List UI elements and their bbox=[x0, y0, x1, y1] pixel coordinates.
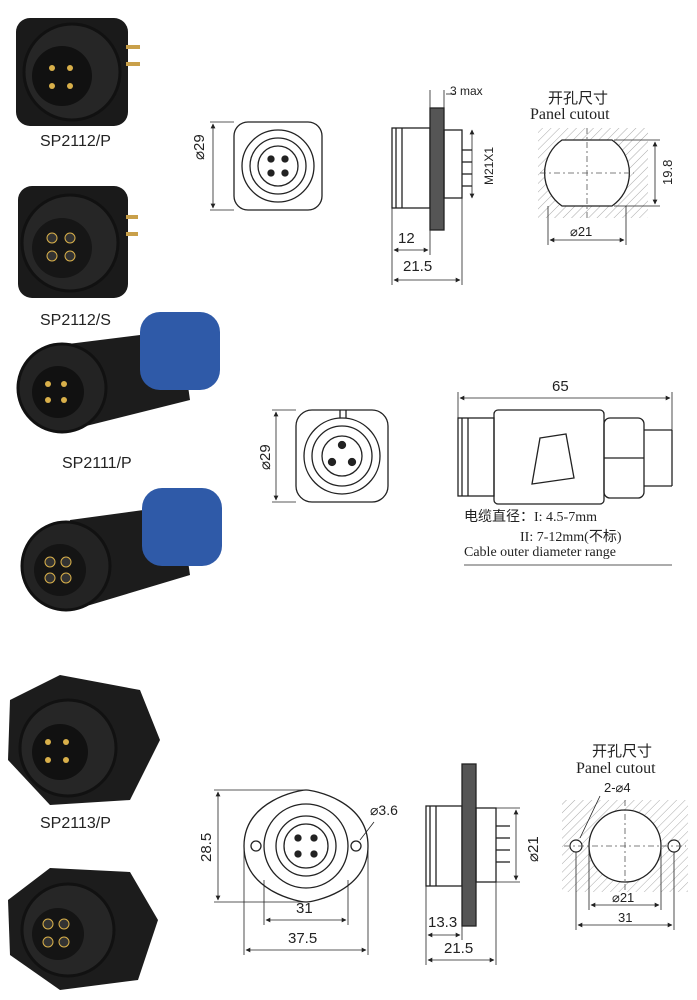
dim-width-37-5: 37.5 bbox=[288, 930, 318, 947]
dim-hole-dia: ⌀3.6 bbox=[370, 802, 398, 818]
cable-dia-cn: 电缆直径：I: 4.5-7mm bbox=[464, 510, 597, 525]
model-label-sp2112p: SP2112/P bbox=[40, 133, 111, 150]
photo-sp2112s bbox=[18, 186, 138, 298]
cable-dia-cn-2: II: 7-12mm(不标) bbox=[520, 530, 622, 545]
cutout-title-en-3: Panel cutout bbox=[576, 760, 656, 777]
front-view-3 bbox=[214, 789, 375, 955]
side-view-1 bbox=[391, 90, 475, 285]
model-label-sp2113p: SP2113/P bbox=[40, 815, 111, 832]
dim-flange-height: 28.5 bbox=[198, 832, 215, 862]
model-label-sp2111p: SP2111/P bbox=[62, 455, 132, 472]
side-view-2 bbox=[457, 392, 673, 566]
dim-front-dia-2: ⌀29 bbox=[257, 444, 274, 470]
front-view-1 bbox=[210, 121, 323, 211]
panel-cutout-1 bbox=[538, 128, 660, 245]
cutout-title-cn-3: 开孔尺寸 bbox=[592, 743, 653, 760]
cable-dia-en: Cable outer diameter range bbox=[464, 545, 616, 560]
dim-cutout-width-31: 31 bbox=[618, 910, 633, 925]
photo-sp2111p bbox=[16, 312, 220, 434]
dim-len-13-3: 13.3 bbox=[428, 914, 458, 931]
photo-sp2111s bbox=[20, 488, 222, 612]
photo-sp2113s bbox=[8, 868, 158, 990]
dim-width-31: 31 bbox=[296, 900, 313, 917]
side-view-3 bbox=[425, 763, 520, 965]
dim-len-12: 12 bbox=[398, 230, 415, 247]
model-label-sp2112s: SP2112/S bbox=[40, 312, 111, 329]
dim-thread: M21X1 bbox=[482, 146, 496, 185]
panel-cutout-3 bbox=[562, 795, 688, 930]
dim-max-thickness: 3 max bbox=[450, 84, 483, 98]
dim-length-65: 65 bbox=[552, 378, 569, 395]
dim-len-21-5-3: 21.5 bbox=[444, 940, 474, 957]
dim-cutout-dia-1: ⌀21 bbox=[570, 224, 593, 239]
dim-cutout-dia-3: ⌀21 bbox=[612, 890, 635, 905]
dim-dia-21-side: ⌀21 bbox=[525, 836, 542, 862]
photo-sp2112p bbox=[16, 18, 140, 126]
cutout-title-en-1: Panel cutout bbox=[530, 106, 610, 123]
photo-sp2113p bbox=[8, 675, 160, 805]
dim-len-21-5-1: 21.5 bbox=[403, 258, 433, 275]
front-view-2 bbox=[272, 409, 389, 503]
cutout-title-cn-1: 开孔尺寸 bbox=[548, 90, 609, 107]
dim-cutout-flat: 19.8 bbox=[660, 159, 675, 185]
dim-cutout-holes: 2-⌀4 bbox=[604, 780, 631, 795]
dim-front-dia-1: ⌀29 bbox=[191, 134, 208, 160]
